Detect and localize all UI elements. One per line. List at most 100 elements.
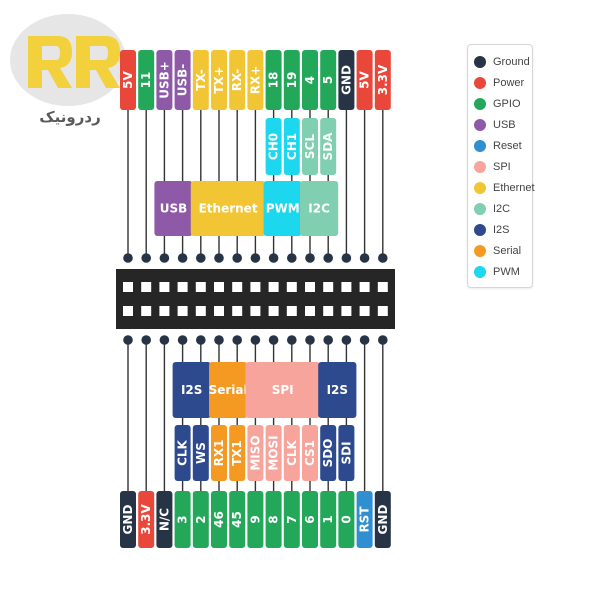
legend-dot-icon: [474, 98, 486, 110]
bottom-pin-45: 45: [229, 491, 246, 548]
top-group-ethernet: Ethernet: [190, 181, 266, 236]
legend-item-i2c: I2C: [468, 202, 510, 216]
pin-cap-bottom: [287, 335, 297, 345]
group-label-text: SPI: [272, 383, 294, 397]
pin-cap-bottom: [159, 335, 170, 345]
bottom-group-spi: SPI: [245, 362, 320, 418]
legend-item-ground: Ground: [468, 55, 530, 69]
bottom-pin-3: 3: [174, 491, 191, 548]
pin-box: [211, 50, 227, 110]
connector-hole: [359, 282, 370, 292]
legend-label: I2S: [493, 224, 510, 236]
pin-cap-top: [123, 253, 133, 263]
bottom-pin-8: 8: [265, 491, 282, 548]
pin-box: [320, 491, 337, 548]
logo-letter-r2: [76, 36, 120, 88]
pin-cap-bottom: [196, 335, 206, 345]
connector-hole: [341, 306, 352, 316]
pin-cap-top: [214, 253, 224, 263]
pin-cap-bottom: [232, 335, 242, 345]
pin-label-text: 9: [248, 515, 262, 523]
pin-cap-top: [359, 253, 370, 263]
pin-label-text: 8: [267, 515, 281, 523]
logo-letter-r1: [28, 36, 72, 88]
legend-label: I2C: [493, 203, 511, 215]
legend-item-serial: Serial: [468, 244, 521, 258]
pin-box: [302, 491, 318, 548]
pin-label-text: SDO: [321, 439, 335, 468]
pin-box: [265, 425, 282, 481]
legend-item-gpio: GPIO: [468, 97, 521, 111]
group-box: [245, 362, 320, 418]
connector-hole: [286, 282, 297, 292]
pin-label-text: MISO: [248, 435, 262, 470]
bottom-group-i2s: I2S: [172, 362, 211, 418]
top-pin-tx: TX-: [192, 50, 209, 110]
pin-label-text: 3.3V: [139, 504, 153, 535]
pin-label-text: TX-: [194, 69, 208, 90]
legend-item-ethernet: Ethernet: [468, 181, 535, 195]
top-group-usb: USB: [154, 181, 193, 236]
pin-cap-bottom: [341, 335, 352, 345]
bottom-pin-46: 46: [211, 491, 227, 548]
connector-hole: [123, 282, 133, 292]
pin-label-text: 3: [176, 515, 190, 523]
pin-cap-bottom: [250, 335, 261, 345]
group-box: [209, 362, 248, 418]
pin-box: [174, 425, 191, 481]
pin-box: [283, 491, 300, 548]
legend-label: Ground: [493, 56, 530, 68]
pin-label-text: SCL: [303, 134, 317, 159]
top-subpin-ch1: CH1: [283, 118, 300, 175]
pin-label-text: 6: [303, 515, 317, 523]
pin-cap-top: [232, 253, 242, 263]
bottom-subpin-miso: MISO: [247, 425, 264, 481]
pin-box: [338, 425, 355, 481]
pin-box: [356, 491, 373, 548]
bottom-subpin-sdo: SDO: [320, 425, 337, 481]
pin-cap-top: [177, 253, 188, 263]
pin-label-text: 18: [267, 72, 281, 89]
top-pin-usb: USB-: [174, 50, 191, 110]
legend-dot-icon: [474, 77, 486, 89]
pin-label-text: CLK: [285, 439, 299, 465]
top-pin-19: 19: [283, 50, 300, 110]
pin-label-text: 1: [321, 515, 335, 523]
connector-hole: [177, 306, 188, 316]
connector-hole: [305, 306, 315, 316]
legend-dot-icon: [474, 224, 486, 236]
pin-cap-top: [250, 253, 261, 263]
bottom-subpin-clk: CLK: [283, 425, 300, 481]
pin-cap-bottom: [268, 335, 279, 345]
pin-box: [247, 425, 264, 481]
pin-label-text: 5: [321, 76, 335, 84]
pin-box: [338, 491, 355, 548]
bottom-pin-n-c: N/C: [156, 491, 173, 548]
bottom-subpin-rx1: RX1: [211, 425, 227, 481]
pin-label-text: TX+: [212, 66, 226, 94]
bottom-subpin-tx1: TX1: [229, 425, 246, 481]
pin-box: [265, 118, 282, 175]
connector-hole: [250, 282, 261, 292]
pin-label-text: TX1: [230, 440, 244, 466]
top-pin-tx: TX+: [211, 50, 227, 110]
top-group-i2c: I2C: [300, 181, 339, 236]
pin-cap-bottom: [177, 335, 188, 345]
pin-label-text: 2: [194, 515, 208, 523]
pin-label-text: SDI: [339, 441, 353, 464]
legend-label: PWM: [493, 266, 520, 278]
pin-box: [229, 491, 246, 548]
pin-label-text: 11: [139, 72, 153, 89]
pin-box: [211, 491, 227, 548]
pin-box: [265, 50, 282, 110]
pin-box: [302, 425, 318, 481]
pin-cap-top: [341, 253, 352, 263]
logo-text: ردرونیک: [39, 108, 101, 126]
pin-cap-bottom: [359, 335, 370, 345]
pin-label-text: CH1: [285, 133, 299, 160]
pin-box: [247, 491, 264, 548]
connector-hole: [195, 282, 206, 292]
pin-box: [374, 50, 391, 110]
